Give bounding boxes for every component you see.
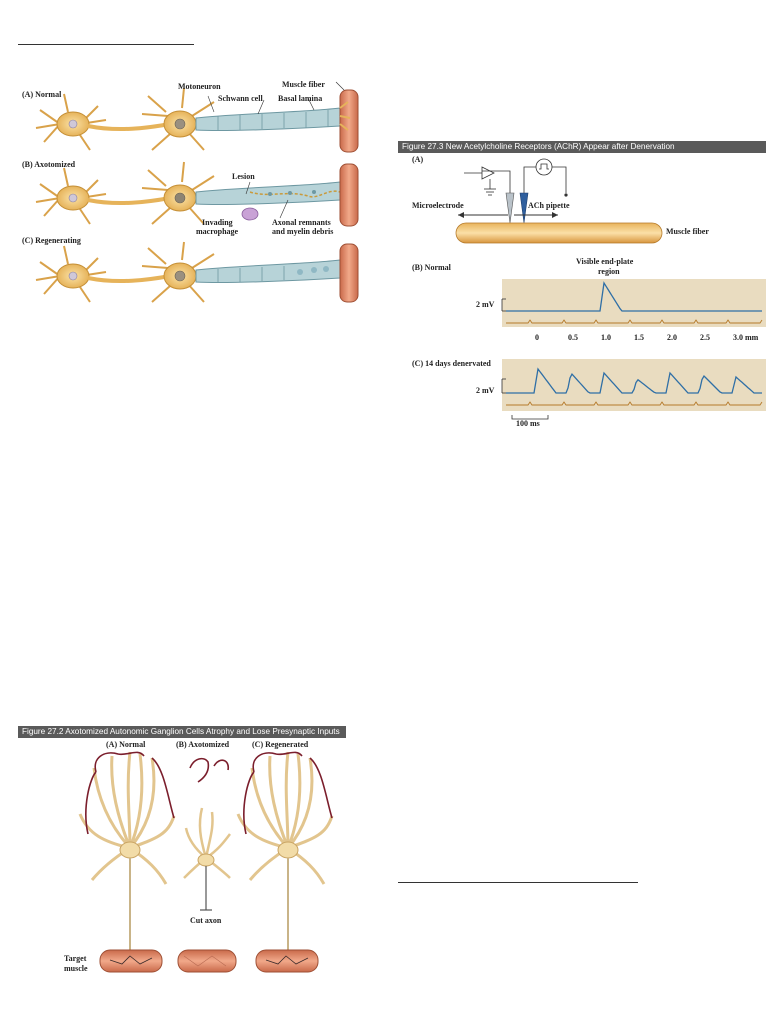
fig2-panel-c: (C) Regenerated [252, 740, 309, 749]
fig3-panel-a: (A) [412, 155, 424, 164]
top-left-rule [18, 44, 194, 45]
fig2-panel-b: (B) Axotomized [176, 740, 230, 749]
fig3-tick-6: 3.0 mm [733, 333, 759, 342]
row-a-normal [35, 81, 359, 153]
fig2-target-label-2: muscle [64, 964, 88, 973]
figure-achr-denervation: (A) Microelectrode ACh pipette Muscle fi… [398, 153, 768, 433]
fig3-normal-trace-bg [502, 279, 766, 327]
fig3-normal-baseline [506, 319, 763, 324]
fig1-lesion-label: Lesion [232, 172, 255, 181]
fig1-panel-b: (B) Axotomized [22, 160, 76, 169]
fig3-caption: Figure 27.3 New Acetylcholine Receptors … [398, 141, 766, 153]
fig1-macrophage-label-2: macrophage [196, 227, 239, 236]
fig3-denervated-trace-bg [502, 359, 766, 411]
fig2-muscle-c [255, 949, 319, 973]
fig3-normal-trace [506, 281, 762, 312]
fig3-visible-label-1: Visible end-plate [576, 257, 634, 266]
fig3-tick-0: 0 [535, 333, 539, 342]
row-c-regenerating [35, 241, 359, 303]
fig1-basal-label: Basal lamina [278, 94, 323, 103]
fig3-tick-5: 2.5 [700, 333, 710, 342]
fig1-panel-c: (C) Regenerating [22, 236, 81, 245]
achr-diagram [455, 158, 766, 420]
fig2-muscle-b [177, 949, 237, 973]
fig3-scale-mv-b: 2 mV [476, 300, 495, 309]
fig2-normal-neuron [78, 751, 176, 950]
figure-axon-regeneration: (A) Normal (B) Axotomized (C) Regenerati… [18, 72, 370, 304]
fig3-ach-pipette-label: ACh pipette [528, 201, 570, 210]
figure-ganglion-cells: (A) Normal (B) Axotomized (C) Regenerate… [18, 738, 348, 978]
fig1-remnants-label-1: Axonal remnants [272, 218, 331, 227]
fig3-denervated-trace [506, 367, 762, 394]
fig3-scale-ms: 100 ms [516, 419, 540, 428]
axon-regeneration-diagram [35, 81, 359, 303]
fig3-visible-label-2: region [598, 267, 620, 276]
fig3-microelectrode-label: Microelectrode [412, 201, 464, 210]
fig3-panel-b: (B) Normal [412, 263, 451, 272]
fig2-caption: Figure 27.2 Axotomized Autonomic Ganglio… [18, 726, 346, 738]
fig1-remnants-label-2: and myelin debris [272, 227, 334, 236]
fig1-motoneuron-label: Motoneuron [178, 82, 221, 91]
fig2-target-label-1: Target [64, 954, 87, 963]
fig3-muscle-fiber-label: Muscle fiber [666, 227, 709, 236]
fig3-panel-c: (C) 14 days denervated [412, 359, 491, 368]
fig2-axotomized-neuron [183, 757, 231, 911]
fig1-muscle-fiber-label: Muscle fiber [282, 80, 325, 89]
bottom-right-rule [398, 882, 638, 883]
fig1-schwann-label: Schwann cell [218, 94, 263, 103]
fig3-tick-4: 2.0 [667, 333, 677, 342]
fig1-macrophage-label-1: Invading [202, 218, 233, 227]
fig3-apparatus [455, 158, 663, 244]
row-b-axotomized [35, 161, 359, 227]
fig2-regenerated-neuron [236, 751, 334, 950]
fig2-muscle-a [99, 949, 163, 973]
fig3-tick-3: 1.5 [634, 333, 644, 342]
ganglion-cells-diagram [78, 751, 334, 973]
fig1-panel-a: (A) Normal [22, 90, 62, 99]
fig2-cut-axon-label: Cut axon [190, 916, 222, 925]
fig3-tick-2: 1.0 [601, 333, 611, 342]
fig2-panel-a: (A) Normal [106, 740, 146, 749]
fig3-tick-1: 0.5 [568, 333, 578, 342]
fig3-scale-mv-c: 2 mV [476, 386, 495, 395]
fig3-denervated-baseline [506, 401, 763, 406]
